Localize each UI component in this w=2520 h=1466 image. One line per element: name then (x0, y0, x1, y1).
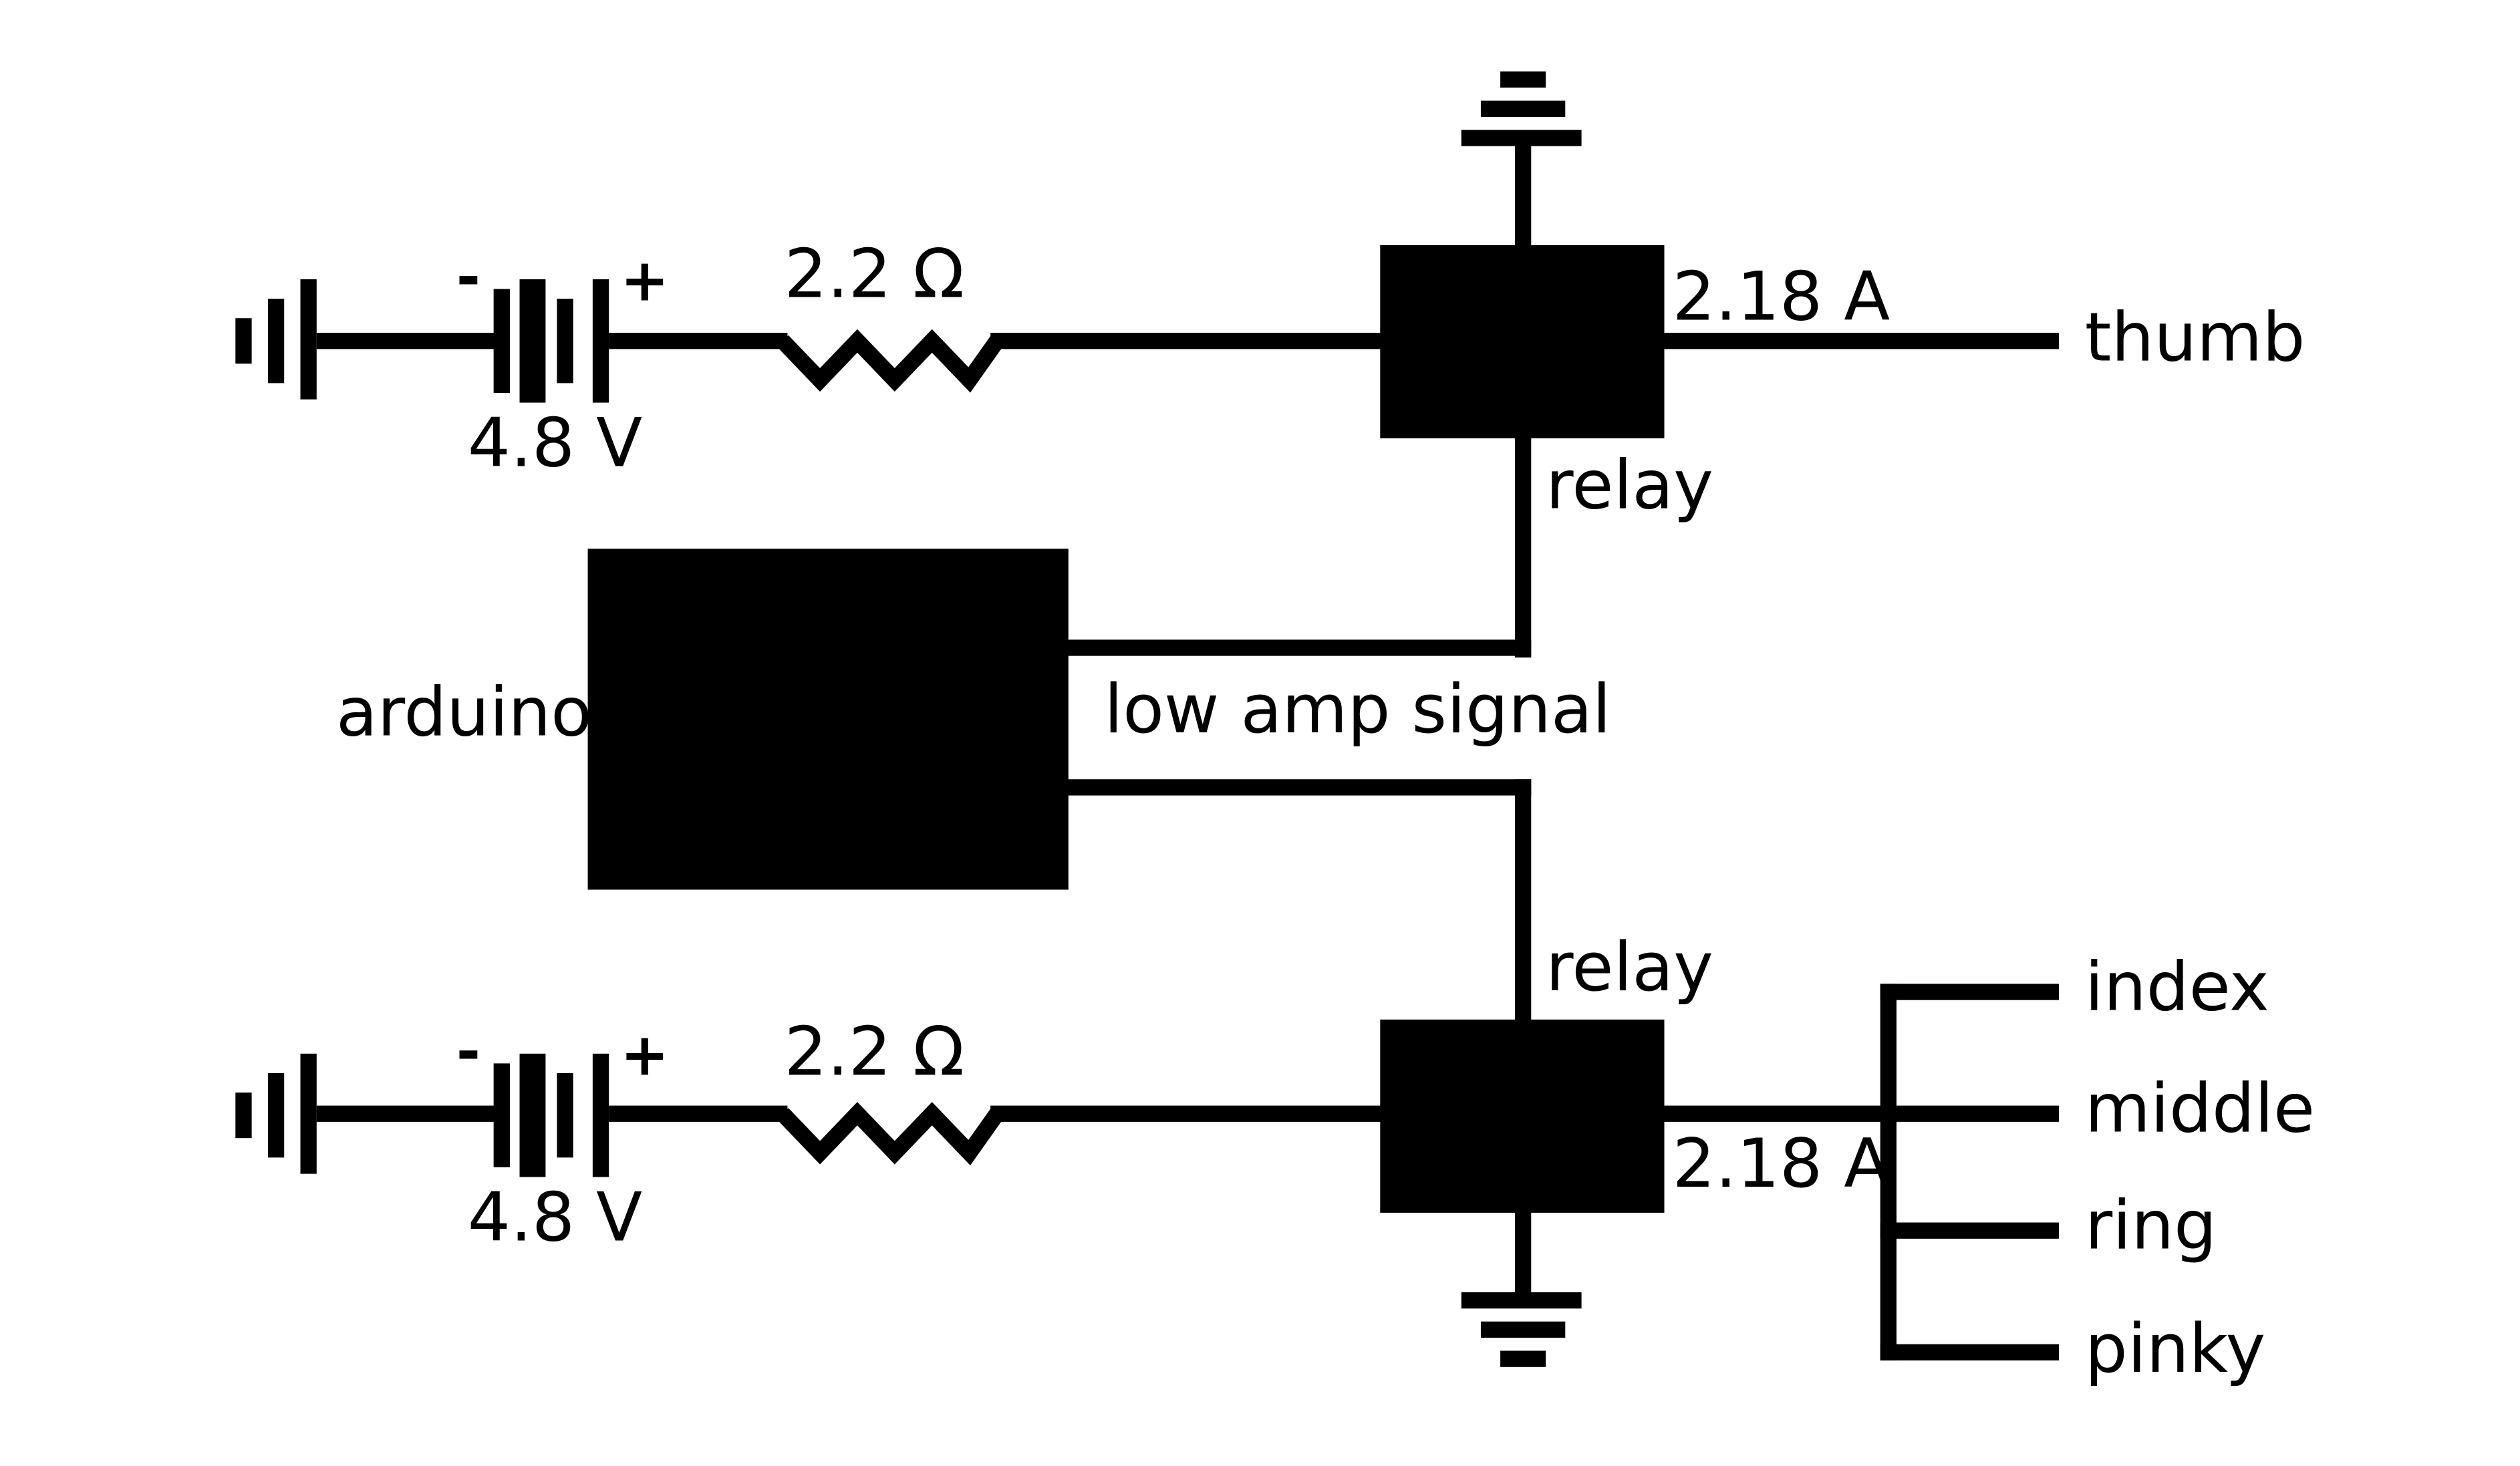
wire-relay-to-thumb (1663, 333, 2059, 349)
battery-top-plus-label: + (620, 246, 669, 314)
wire-ring (1880, 1222, 2059, 1239)
relay-top (1380, 245, 1665, 439)
resistor-top (777, 329, 1004, 393)
wire-battery-to-resistor-bottom (609, 1105, 788, 1122)
wire-relay-to-ground-bottom (1514, 1211, 1532, 1296)
output-index-label: index (2085, 947, 2269, 1026)
wire-relay-top-to-arduino-vertical (1514, 436, 1532, 658)
ground-symbol-bottom-left (235, 1053, 317, 1174)
ground-symbol-bottom-relay (1461, 1292, 1582, 1367)
resistor-bottom-value-label: 2.2 Ω (785, 1012, 964, 1090)
output-pinky-label: pinky (2085, 1309, 2265, 1388)
resistor-top-value-label: 2.2 Ω (785, 235, 964, 313)
relay-bottom-label: relay (1546, 927, 1713, 1006)
output-ring-label: ring (2085, 1185, 2217, 1264)
output-thumb-label: thumb (2085, 297, 2305, 376)
wire-resistor-to-relay-bottom (990, 1105, 1384, 1122)
arduino-label: arduino (336, 673, 592, 752)
wire-pinky (1880, 1344, 2059, 1361)
battery-bottom-plus-label: + (620, 1020, 669, 1088)
arduino-board (587, 549, 1069, 890)
battery-bottom-voltage-label: 4.8 V (468, 1177, 642, 1256)
battery-top (493, 279, 609, 403)
resistor-bottom (777, 1102, 1004, 1166)
wire-index (1880, 984, 2059, 1000)
relay-top-label: relay (1546, 445, 1713, 524)
wire-relay-to-ground-top (1514, 142, 1532, 247)
output-middle-label: middle (2085, 1068, 2315, 1147)
ground-symbol-top-relay (1461, 71, 1582, 146)
wire-ground-to-battery-bottom (316, 1105, 499, 1122)
wire-resistor-to-relay-top (990, 333, 1384, 349)
relay-bottom (1380, 1019, 1665, 1213)
wire-battery-to-resistor-top (609, 333, 788, 349)
current-top-label: 2.18 A (1673, 257, 1891, 336)
ground-symbol-top-left (235, 279, 317, 400)
battery-top-voltage-label: 4.8 V (468, 403, 642, 482)
top-circuit (235, 71, 2059, 658)
wire-relay-to-middle (1663, 1105, 2059, 1122)
battery-top-minus-label: - (456, 243, 480, 311)
battery-bottom-minus-label: - (456, 1018, 480, 1086)
wire-relay-top-to-arduino-horizontal (1065, 639, 1532, 656)
bottom-circuit (235, 779, 2059, 1367)
wire-arduino-to-relay-bottom-vertical (1514, 779, 1532, 1023)
wire-arduino-to-relay-bottom-horizontal (1065, 779, 1532, 796)
battery-bottom (493, 1053, 609, 1177)
signal-label: low amp signal (1104, 670, 1611, 748)
wire-ground-to-battery-top (316, 333, 499, 349)
current-bottom-label: 2.18 A (1673, 1124, 1891, 1203)
finger-bus (1880, 984, 1897, 1361)
